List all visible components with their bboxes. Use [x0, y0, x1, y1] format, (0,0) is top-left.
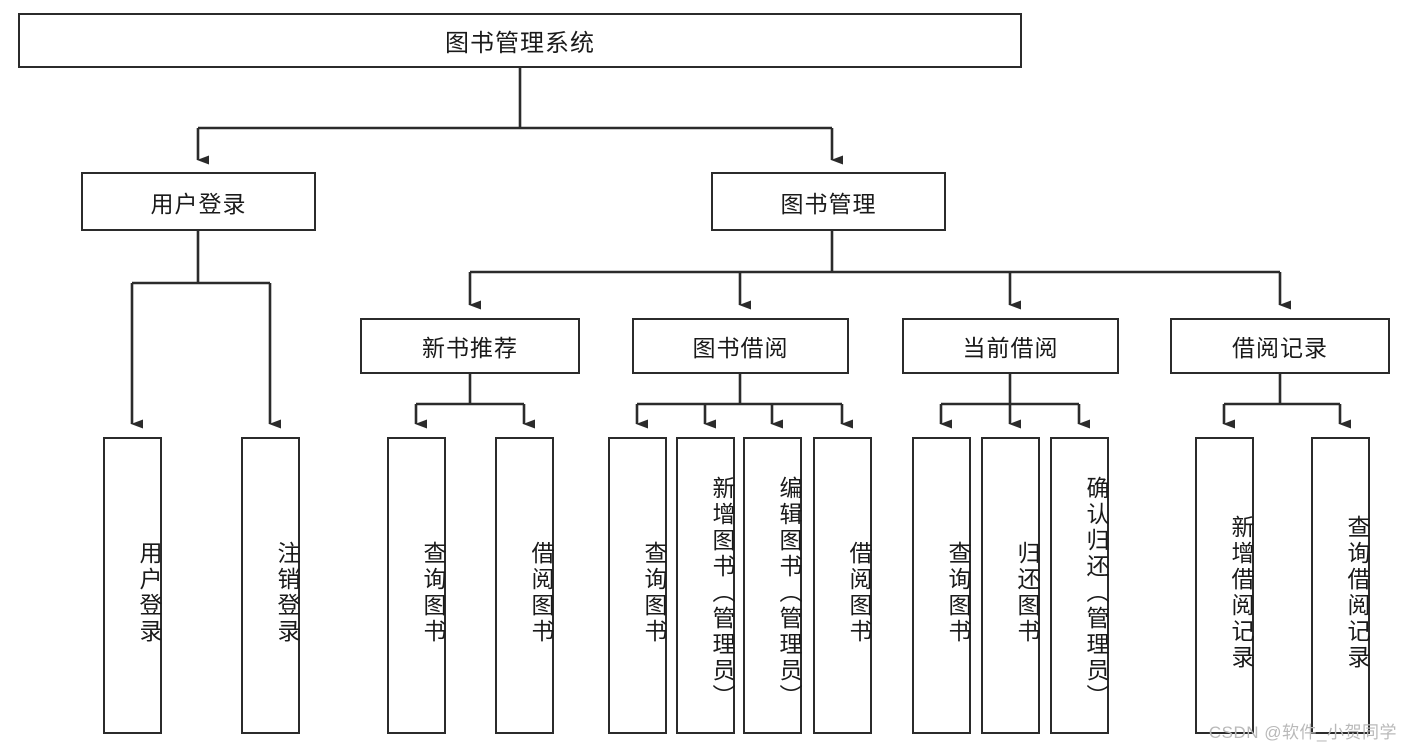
leaf-current-return-book[interactable]: 归还图书 — [981, 437, 1040, 734]
node-book-borrow[interactable]: 图书借阅 — [632, 318, 849, 374]
leaf-recommend-borrow-book[interactable]: 借阅图书 — [495, 437, 554, 734]
leaf-borrow-query-book[interactable]: 查询图书 — [608, 437, 667, 734]
node-label: 查询图书 — [945, 540, 971, 645]
node-label: 图书管理 — [780, 190, 877, 217]
node-label: 新增图书（管理员） — [709, 475, 735, 710]
csdn-watermark: CSDN @软件_小贺同学 — [1208, 723, 1397, 742]
leaf-borrow-borrow-book[interactable]: 借阅图书 — [813, 437, 872, 734]
leaf-current-confirm-return-admin[interactable]: 确认归还（管理员） — [1050, 437, 1109, 734]
leaf-user-login-signout[interactable]: 注销登录 — [241, 437, 300, 734]
node-label: 借阅图书 — [846, 540, 872, 645]
node-label: 归还图书 — [1014, 540, 1040, 645]
node-label: 图书借阅 — [692, 335, 789, 361]
node-label: 查询图书 — [641, 540, 667, 645]
node-label: 当前借阅 — [962, 335, 1059, 361]
node-user-login[interactable]: 用户登录 — [81, 172, 316, 231]
node-label: 借阅记录 — [1232, 335, 1328, 361]
node-label: 新增借阅记录 — [1228, 514, 1254, 671]
node-current-borrow[interactable]: 当前借阅 — [902, 318, 1119, 374]
leaf-records-add-record[interactable]: 新增借阅记录 — [1195, 437, 1254, 734]
leaf-current-query-book[interactable]: 查询图书 — [912, 437, 971, 734]
node-label: 查询图书 — [420, 540, 446, 645]
node-new-book-recommend[interactable]: 新书推荐 — [360, 318, 580, 374]
node-borrow-records[interactable]: 借阅记录 — [1170, 318, 1390, 374]
node-label: 新书推荐 — [422, 335, 518, 361]
leaf-borrow-add-book-admin[interactable]: 新增图书（管理员） — [676, 437, 735, 734]
node-label: 用户登录 — [150, 190, 247, 217]
node-label: 确认归还（管理员） — [1083, 475, 1109, 710]
leaf-user-login-signin[interactable]: 用户登录 — [103, 437, 162, 734]
node-root-system[interactable]: 图书管理系统 — [18, 13, 1022, 68]
node-label: 注销登录 — [274, 540, 300, 645]
leaf-recommend-query-book[interactable]: 查询图书 — [387, 437, 446, 734]
node-book-management[interactable]: 图书管理 — [711, 172, 946, 231]
node-label: 编辑图书（管理员） — [776, 475, 802, 710]
node-label: 查询借阅记录 — [1344, 514, 1370, 671]
node-label: 借阅图书 — [528, 540, 554, 645]
node-label: 图书管理系统 — [445, 30, 595, 57]
node-label: 用户登录 — [136, 540, 162, 645]
leaf-borrow-edit-book-admin[interactable]: 编辑图书（管理员） — [743, 437, 802, 734]
leaf-records-query-record[interactable]: 查询借阅记录 — [1311, 437, 1370, 734]
